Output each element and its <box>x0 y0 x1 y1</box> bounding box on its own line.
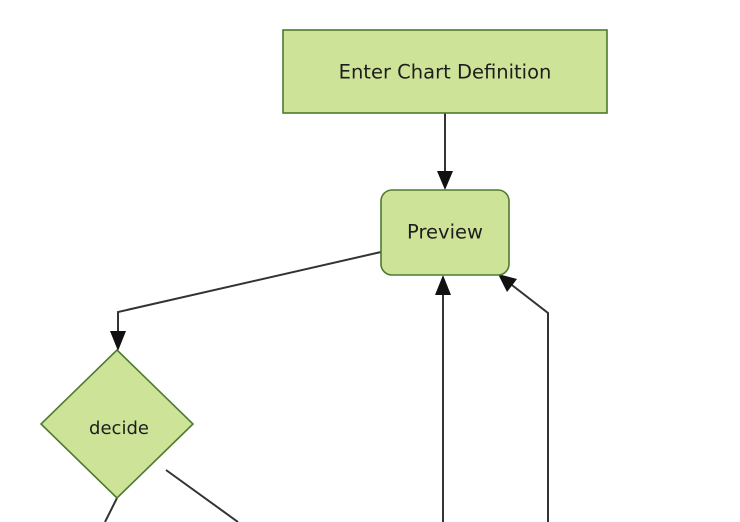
node-preview[interactable]: Preview <box>380 189 510 276</box>
edge-enter-to-preview <box>437 113 453 190</box>
edge-return-left-to-preview <box>435 275 451 522</box>
node-shape-rectangle[interactable] <box>282 29 608 114</box>
edge-decide-branch-right <box>165 469 239 522</box>
node-label-preview: Preview <box>407 221 483 244</box>
node-shape-diamond[interactable] <box>39 348 195 500</box>
edge-line <box>507 281 549 522</box>
edge-return-right-to-preview <box>498 274 549 522</box>
edge-line <box>117 251 382 340</box>
edge-line <box>165 469 239 522</box>
edge-preview-to-decide <box>110 251 382 351</box>
node-enter-chart-definition[interactable]: Enter Chart Definition <box>282 29 608 114</box>
node-label-enter-chart-definition: Enter Chart Definition <box>339 61 552 84</box>
arrowhead-icon <box>110 331 126 351</box>
edge-line <box>104 497 118 522</box>
node-shape-rounded-rectangle[interactable] <box>380 189 510 276</box>
arrowhead-icon <box>498 274 517 292</box>
arrowhead-icon <box>437 171 453 190</box>
arrowhead-icon <box>435 275 451 295</box>
node-decide[interactable]: decide <box>39 348 195 500</box>
node-label-decide: decide <box>89 418 149 439</box>
edge-decide-branch-left <box>104 497 118 522</box>
